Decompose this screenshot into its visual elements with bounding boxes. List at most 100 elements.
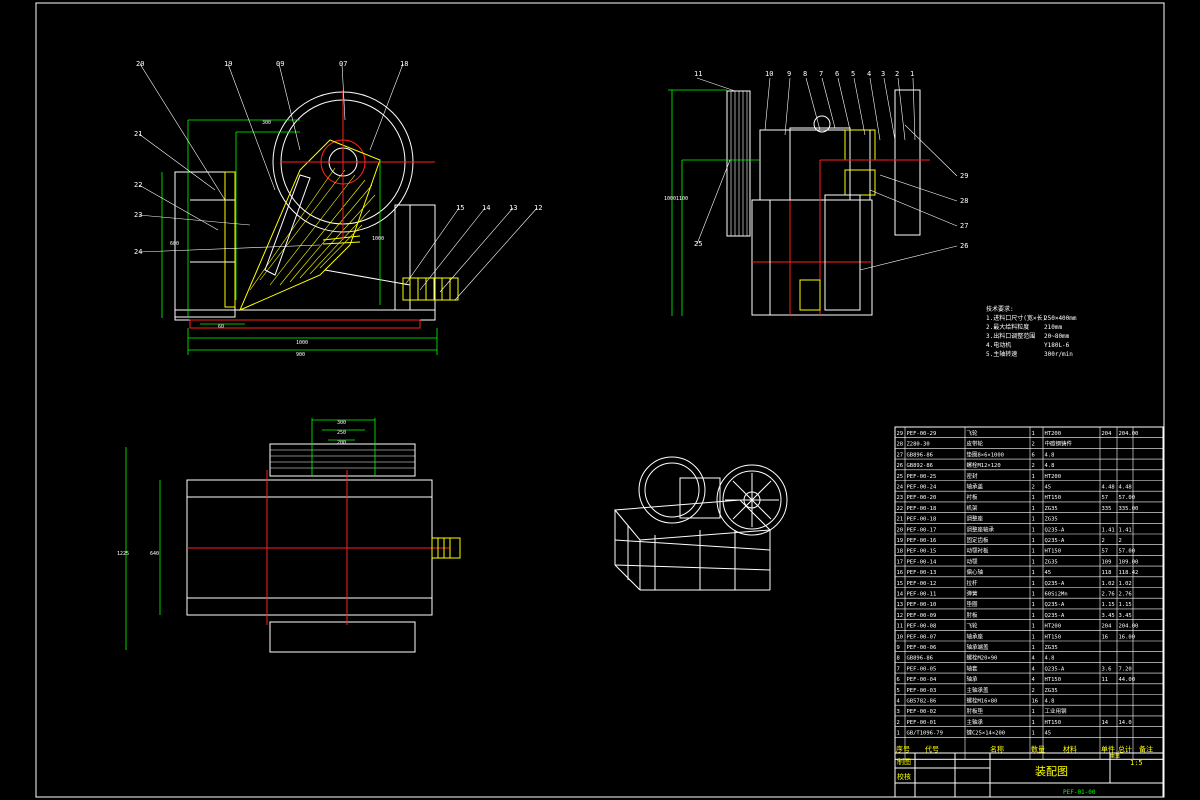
svg-text:8: 8	[803, 70, 807, 78]
bom-cell-mat: Q235-A	[1045, 613, 1066, 619]
bom-header-cell: 名称	[990, 744, 1004, 753]
bom-cell-no: 4	[897, 699, 901, 705]
bom-cell-qty: 2	[1032, 688, 1035, 694]
bom-cell-w2: 57.00	[1119, 495, 1136, 501]
bom-cell-mat: 4.8	[1045, 463, 1055, 469]
svg-text:1000: 1000	[664, 196, 676, 202]
bom-cell-w1: 335	[1102, 506, 1112, 512]
svg-text:23: 23	[134, 211, 142, 219]
bom-cell-no: 5	[897, 688, 900, 694]
drawing-scale: 1:5	[1130, 759, 1143, 767]
bom-cell-name: 肘板垫	[967, 707, 984, 715]
bom-cell-w1: 4.48	[1102, 485, 1115, 491]
bom-cell-name: 主轴承盖	[967, 686, 990, 694]
svg-text:15: 15	[456, 204, 464, 212]
bom-cell-mat: ZG35	[1045, 645, 1058, 651]
bom-cell-name: 轴套	[967, 664, 979, 672]
svg-text:900: 900	[296, 352, 305, 358]
bom-cell-name: 动颚	[967, 558, 979, 565]
bom-cell-mat: 45	[1045, 485, 1052, 491]
bom-cell-name: 机架	[967, 504, 979, 512]
bom-cell-code: PEF-00-06	[907, 645, 937, 651]
bom-cell-code: PEF-00-09	[907, 613, 937, 619]
bom-cell-name: 衬板	[967, 493, 979, 501]
bom-cell-mat: HT150	[1045, 495, 1062, 501]
bom-cell-w2: 16.00	[1119, 634, 1136, 640]
bom-cell-qty: 2	[1032, 442, 1035, 448]
svg-text:18: 18	[400, 60, 408, 68]
bom-cell-code: PEF-00-29	[907, 431, 937, 437]
bom-cell-name: 垫圈	[967, 600, 979, 608]
svg-text:12: 12	[534, 204, 542, 212]
bom-cell-code: GB/T1096-79	[907, 731, 943, 737]
bom-cell-code: PEF-00-13	[907, 570, 937, 576]
svg-text:6: 6	[835, 70, 839, 78]
bom-cell-code: PEF-00-25	[907, 474, 937, 480]
bom-cell-qty: 1	[1032, 517, 1035, 523]
bom-cell-w1: 11	[1102, 677, 1109, 683]
bom-cell-no: 16	[897, 570, 904, 576]
bom-cell-no: 21	[897, 517, 904, 523]
bom-cell-no: 22	[897, 506, 904, 512]
isometric-view	[613, 456, 788, 591]
svg-text:07: 07	[339, 60, 347, 68]
bom-header-cell: 序号	[896, 744, 910, 753]
bom-cell-code: PEF-00-01	[907, 720, 937, 726]
side-dim-labels: 1000 1100	[664, 196, 688, 202]
signature-row-check: 校核	[897, 772, 911, 781]
bom-cell-code: PEF-00-20	[907, 495, 937, 501]
bom-cell-qty: 1	[1032, 431, 1035, 437]
svg-text:27: 27	[960, 222, 968, 230]
bom-cell-name: 固定齿板	[967, 536, 990, 544]
bom-cell-w1: 204	[1102, 624, 1113, 630]
bom-cell-name: 拉杆	[967, 579, 979, 587]
svg-text:300: 300	[262, 120, 271, 126]
svg-text:250: 250	[337, 430, 346, 436]
bom-cell-no: 19	[897, 538, 904, 544]
bom-cell-name: 飞轮	[967, 622, 979, 630]
bom-cell-no: 14	[897, 592, 904, 598]
bom-cell-no: 11	[897, 624, 904, 630]
bom-cell-mat: 4.8	[1045, 699, 1055, 705]
bom-cell-code: GB5782-86	[907, 699, 937, 705]
bom-cell-w2: 2	[1119, 538, 1122, 544]
bom-cell-no: 23	[897, 495, 904, 501]
bom-cell-mat: Q235-A	[1045, 538, 1066, 544]
bom-cell-mat: 中碳钢铸件	[1045, 440, 1073, 448]
bom-cell-no: 9	[897, 645, 900, 651]
bom-cell-name: 弹簧	[967, 590, 979, 598]
bom-cell-qty: 1	[1032, 538, 1035, 544]
svg-text:2: 2	[895, 70, 899, 78]
bom-cell-no: 18	[897, 549, 904, 555]
bom-cell-name: 轴承	[967, 675, 979, 683]
svg-text:11: 11	[694, 70, 702, 78]
bom-cell-code: PEF-00-14	[907, 559, 937, 565]
bom-cell-qty: 1	[1032, 709, 1035, 715]
bom-cell-name: 肘板	[967, 611, 979, 619]
svg-text:1225: 1225	[117, 551, 129, 557]
bom-cell-code: Z280-30	[907, 442, 930, 448]
bom-cell-w1: 14	[1102, 720, 1109, 726]
bom-cell-code: PEF-00-07	[907, 634, 937, 640]
bom-cell-w2: 204.00	[1119, 624, 1139, 630]
bom-cell-name: 键C25×14×200	[967, 729, 1006, 737]
bom-cell-qty: 1	[1032, 559, 1035, 565]
bom-cell-no: 26	[897, 463, 904, 469]
bom-cell-w2: 3.45	[1119, 613, 1132, 619]
bom-cell-name: 轴承座	[967, 632, 984, 640]
bom-cell-name: 调整座	[967, 515, 984, 523]
bom-cell-mat: ZG35	[1045, 688, 1058, 694]
bom-cell-name: 垫圈8×6×1000	[967, 450, 1005, 458]
bom-cell-qty: 4	[1032, 677, 1036, 683]
bom-cell-name: 偏心轴	[967, 568, 984, 576]
bom-cell-w1: 1.02	[1102, 581, 1115, 587]
bom-cell-name: 螺栓M12×120	[967, 461, 1001, 469]
svg-text:25: 25	[694, 240, 702, 248]
bom-cell-mat: Q235-A	[1045, 581, 1066, 587]
svg-text:10: 10	[765, 70, 773, 78]
bom-cell-mat: Q235-A	[1045, 666, 1066, 672]
